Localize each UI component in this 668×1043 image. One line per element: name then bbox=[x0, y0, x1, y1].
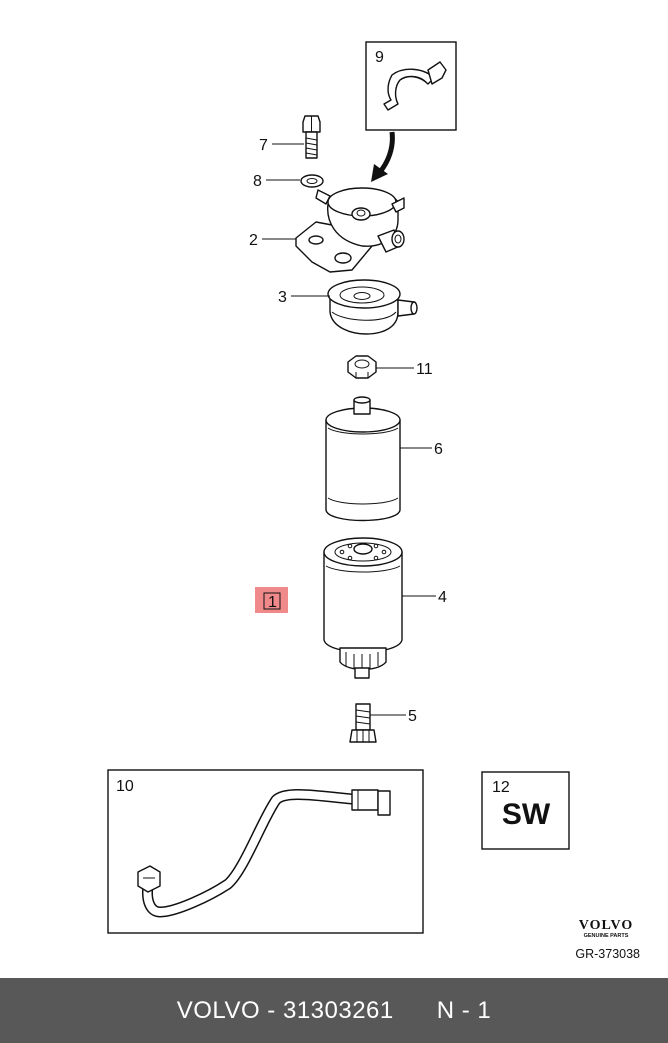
inset-clamp-box: 9 bbox=[365, 41, 457, 182]
footer-gap bbox=[394, 997, 437, 1025]
pointer-arrow bbox=[378, 131, 395, 174]
footer-position: N - 1 bbox=[436, 996, 492, 1024]
callout-7: 7 bbox=[259, 137, 268, 154]
reference-code: GR-373038 bbox=[575, 947, 640, 961]
fuel-pipe-icon bbox=[137, 789, 391, 918]
footer-part-number: 31303261 bbox=[282, 996, 394, 1024]
filter-housing bbox=[327, 279, 418, 335]
footer-brand: VOLVO bbox=[176, 996, 261, 1024]
callout-12: 12 bbox=[492, 779, 510, 796]
footer-bar: VOLVO - 31303261 N - 1 bbox=[0, 978, 668, 1043]
callout-9: 9 bbox=[375, 49, 384, 66]
bolt bbox=[302, 115, 321, 159]
volvo-logo: VOLVO GENUINE PARTS bbox=[579, 918, 634, 939]
svg-text:GENUINE PARTS: GENUINE PARTS bbox=[584, 933, 629, 939]
callout-1: 1 bbox=[268, 594, 277, 611]
filter-head bbox=[295, 187, 405, 273]
fuel-filter bbox=[323, 537, 403, 679]
washer bbox=[300, 174, 324, 188]
callout-6: 6 bbox=[434, 441, 443, 458]
hex-nut bbox=[347, 355, 377, 379]
inset-fuel-pipe-box: 10 bbox=[107, 769, 424, 934]
highlighted-callout-1[interactable]: 1 bbox=[255, 587, 288, 613]
callout-8: 8 bbox=[253, 173, 262, 190]
drain-screw bbox=[349, 703, 377, 743]
callout-10: 10 bbox=[116, 778, 134, 795]
svg-text:VOLVO: VOLVO bbox=[579, 918, 634, 933]
callout-5: 5 bbox=[408, 708, 417, 725]
sw-label: SW bbox=[502, 798, 551, 831]
filter-element bbox=[325, 396, 401, 522]
parts-diagram: 9 7 8 bbox=[107, 41, 640, 961]
inset-sw-box: 12 SW bbox=[481, 771, 570, 850]
callout-2: 2 bbox=[249, 232, 258, 249]
clamp-icon bbox=[383, 61, 447, 111]
footer-separator: - bbox=[260, 996, 283, 1024]
callout-11: 11 bbox=[416, 361, 433, 378]
callout-4: 4 bbox=[438, 589, 447, 606]
callout-3: 3 bbox=[278, 289, 287, 306]
